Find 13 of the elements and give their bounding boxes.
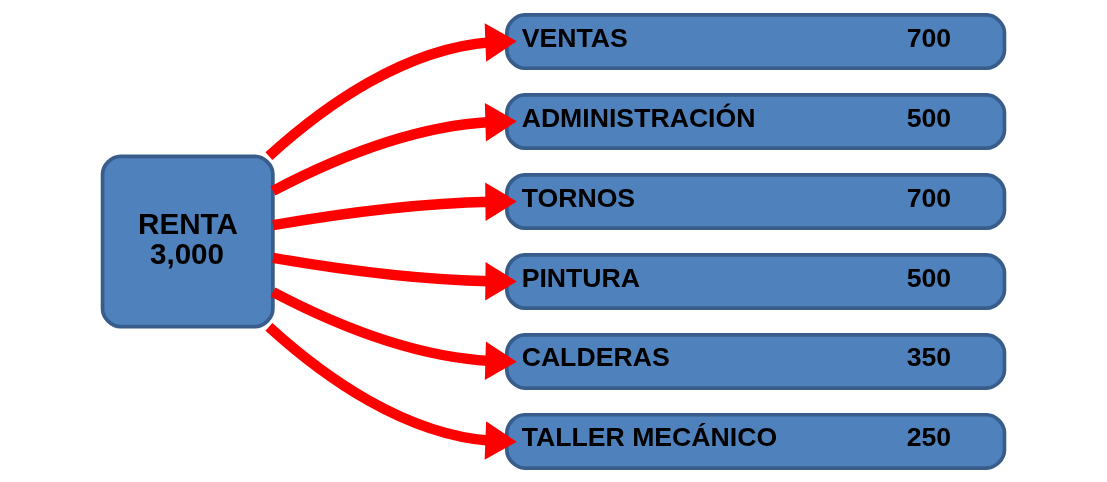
node-box: VENTAS 700 <box>505 12 1007 70</box>
node-box: CALDERAS 350 <box>505 332 1007 390</box>
node-box: TORNOS 700 <box>505 172 1007 230</box>
arrow <box>272 252 517 300</box>
node-box: RENTA 3,000 <box>100 154 275 328</box>
node-box: PINTURA 500 <box>505 252 1007 310</box>
node-box: ADMINISTRACIÓN 500 <box>505 92 1007 150</box>
arrow <box>265 322 517 460</box>
arrow <box>265 22 517 160</box>
arrow <box>270 286 517 380</box>
arrow <box>272 182 517 230</box>
node-box: TALLER MECÁNICO 250 <box>505 412 1007 470</box>
arrow <box>270 102 517 196</box>
